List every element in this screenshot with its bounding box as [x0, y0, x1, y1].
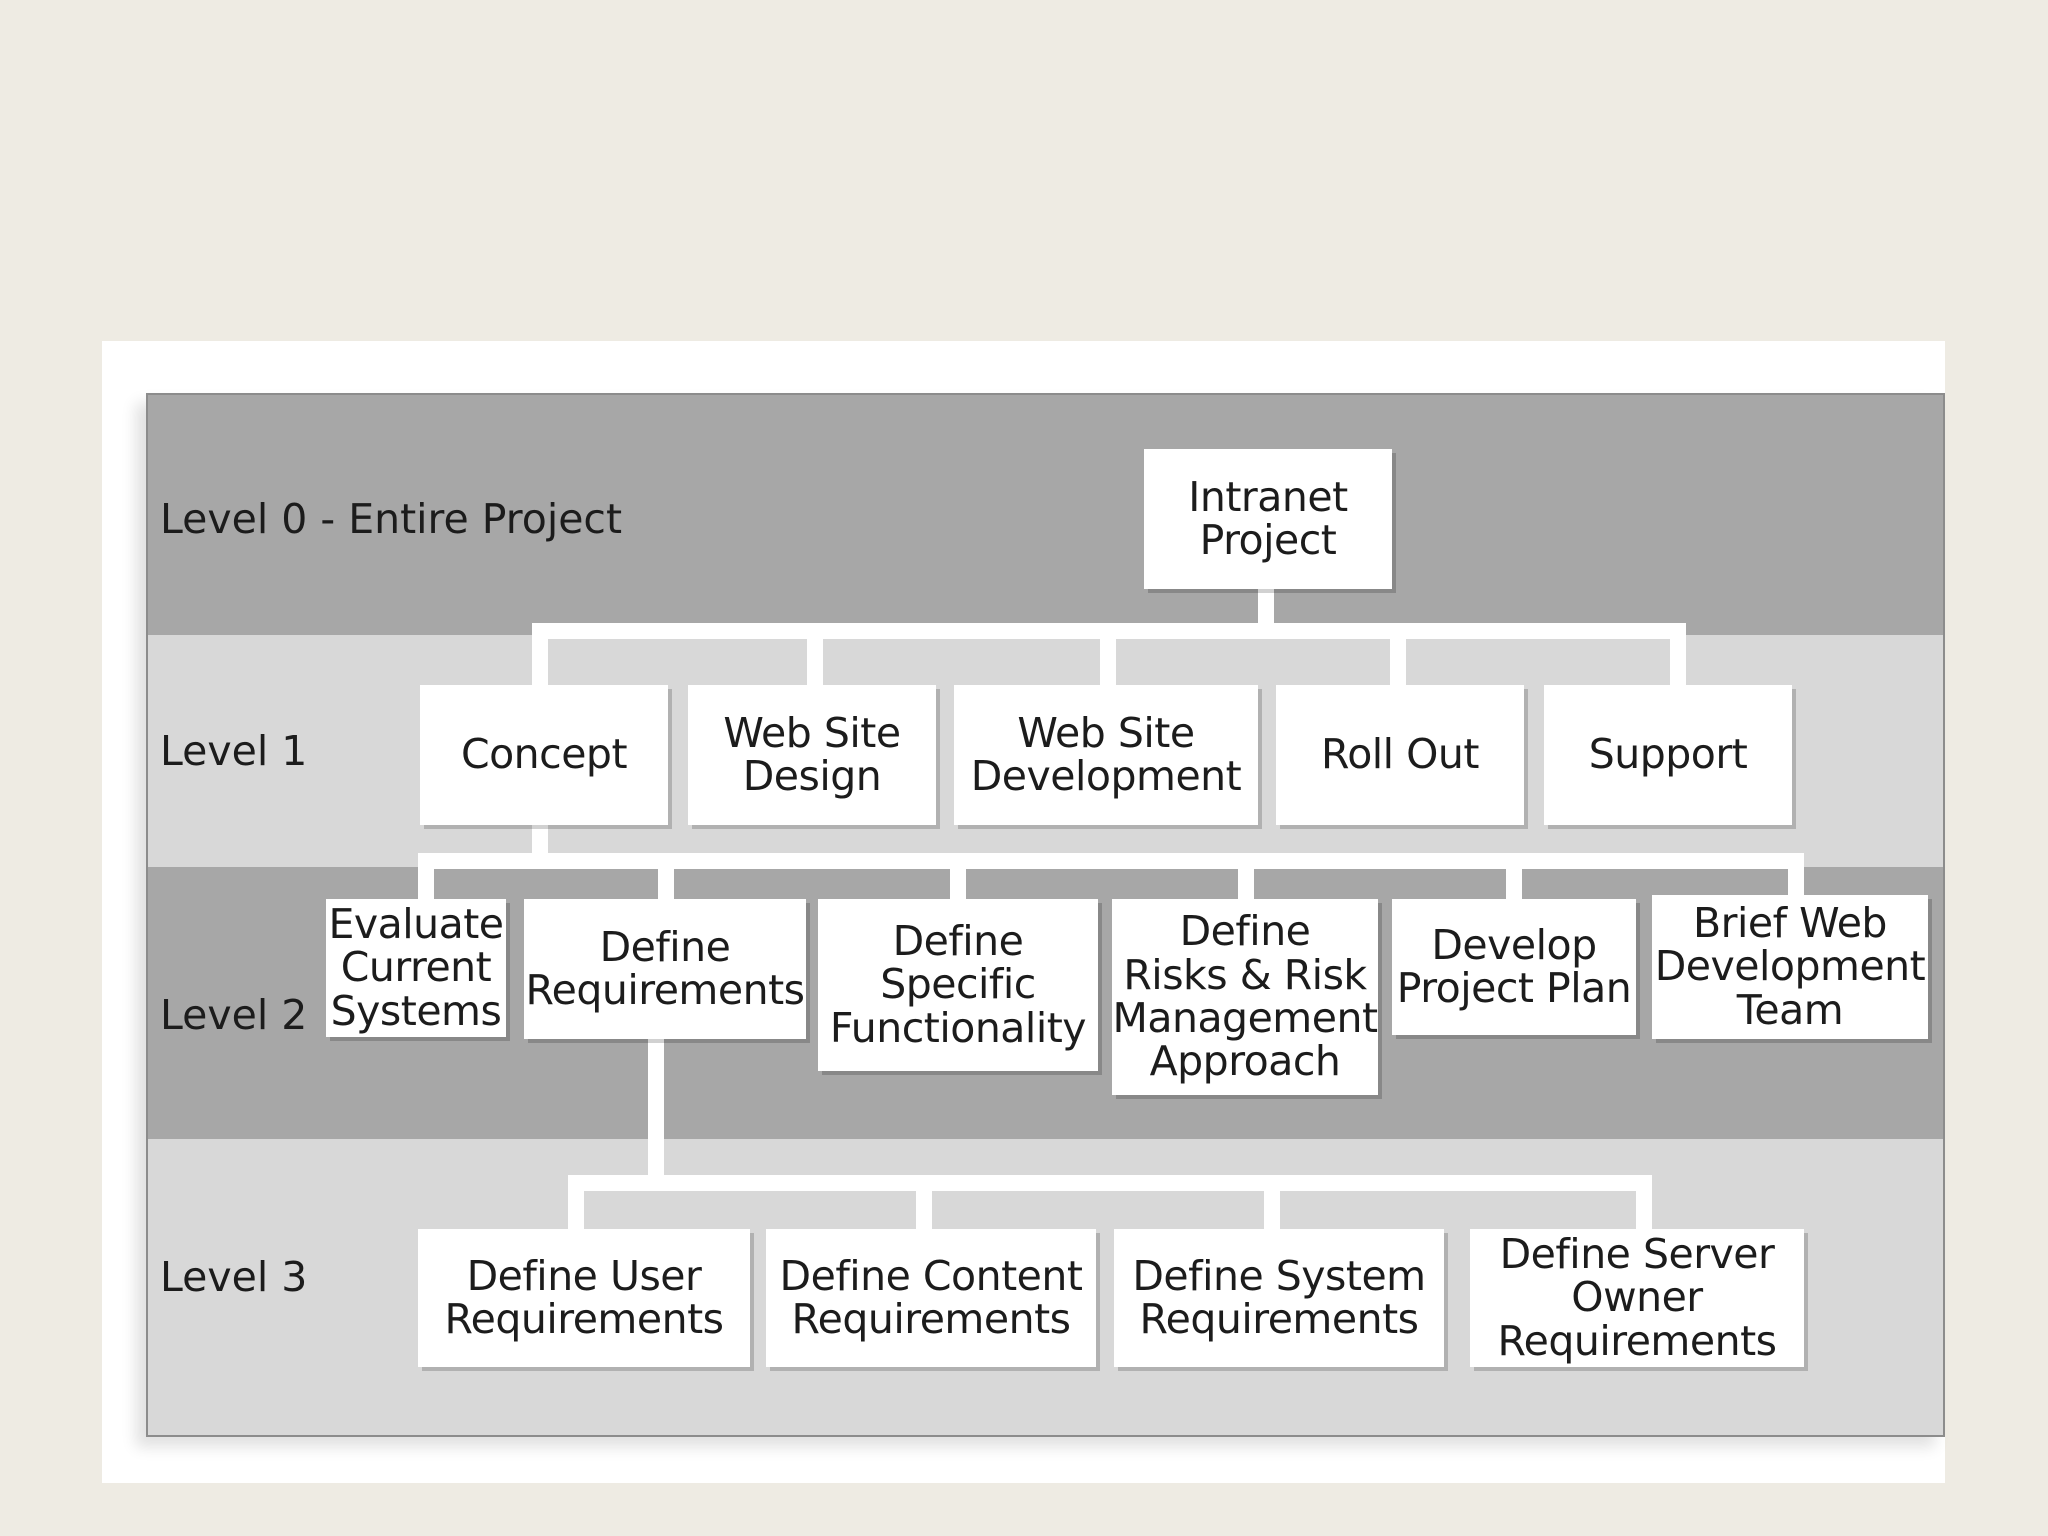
node-roll-out: Roll Out: [1276, 685, 1524, 825]
level-1-label: Level 1: [160, 727, 308, 775]
node-web-site-development: Web Site Development: [954, 685, 1258, 825]
node-web-site-design: Web Site Design: [688, 685, 936, 825]
level-0-band: [148, 395, 1943, 635]
node-define-risks: Define Risks & Risk Management Approach: [1112, 899, 1378, 1095]
level-0-label: Level 0 - Entire Project: [160, 495, 623, 543]
connector-lines: [418, 583, 1804, 1239]
node-brief-web-development-team: Brief Web Development Team: [1652, 895, 1928, 1039]
node-define-user-requirements: Define User Requirements: [418, 1229, 750, 1367]
level-3-label: Level 3: [160, 1253, 308, 1301]
wbs-diagram: Level 0 - Entire Project Level 1 Level 2…: [146, 393, 1945, 1437]
node-define-server-owner-requirements: Define Server Owner Requirements: [1470, 1229, 1804, 1367]
node-develop-project-plan: Develop Project Plan: [1392, 899, 1636, 1035]
node-define-system-requirements: Define System Requirements: [1114, 1229, 1444, 1367]
level-2-label: Level 2: [160, 991, 308, 1039]
node-intranet-project: Intranet Project: [1144, 449, 1392, 589]
node-support: Support: [1544, 685, 1792, 825]
node-define-requirements: Define Requirements: [524, 899, 806, 1039]
node-evaluate-current-systems: Evaluate Current Systems: [326, 899, 506, 1037]
node-define-content-requirements: Define Content Requirements: [766, 1229, 1096, 1367]
node-define-specific-functionality: Define Specific Functionality: [818, 899, 1098, 1071]
node-concept: Concept: [420, 685, 668, 825]
